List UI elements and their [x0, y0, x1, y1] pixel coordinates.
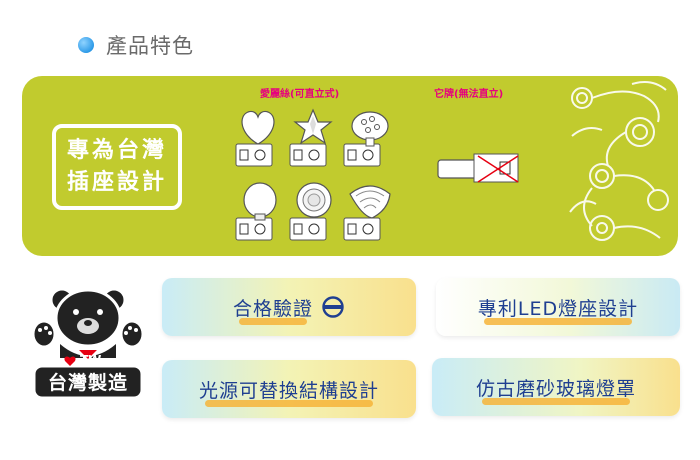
bulb-nightlight-icon	[232, 180, 286, 244]
standing-label: 愛麗絲(可直立式)	[260, 89, 340, 100]
other-brand-label: 它牌(無法直立)	[434, 89, 504, 100]
bsmi-cert-icon	[322, 296, 344, 318]
other-brand-device-icon	[434, 152, 524, 184]
feature-banner: 專為台灣 插座設計 愛麗絲(可直立式) 它牌(無法直立)	[22, 76, 678, 256]
taiwan-socket-badge: 專為台灣 插座設計	[52, 124, 182, 210]
logo-main-text: 台灣製造	[47, 372, 128, 394]
shell-nightlight-icon	[340, 180, 394, 244]
feature-label: 合格驗證	[233, 294, 313, 325]
section-title: 產品特色	[106, 34, 194, 58]
feature-frosted-glass: 仿古磨砂玻璃燈罩	[432, 358, 680, 416]
mushroom-nightlight-icon	[340, 106, 394, 170]
badge-line-1: 專為台灣	[66, 138, 167, 163]
feature-replaceable-light: 光源可替換結構設計	[162, 360, 416, 418]
feature-certified: 合格驗證	[162, 278, 416, 336]
star-nightlight-icon	[286, 106, 340, 170]
feature-patent-led: 專利LED燈座設計	[436, 278, 680, 336]
feature-label: 仿古磨砂玻璃燈罩	[476, 374, 636, 405]
decorative-swirl-icon	[562, 76, 678, 256]
section-header: 產品特色	[78, 30, 194, 60]
badge-line-2: 插座設計	[66, 170, 167, 195]
feature-label: 專利LED燈座設計	[478, 294, 638, 325]
ring-nightlight-icon	[286, 180, 340, 244]
bullet-dot-icon	[78, 37, 94, 53]
feature-label: 光源可替換結構設計	[199, 376, 379, 407]
made-in-taiwan-logo: TW 台灣製造	[30, 278, 146, 402]
logo-tw-text: TW	[80, 353, 102, 367]
heart-nightlight-icon	[232, 106, 286, 170]
